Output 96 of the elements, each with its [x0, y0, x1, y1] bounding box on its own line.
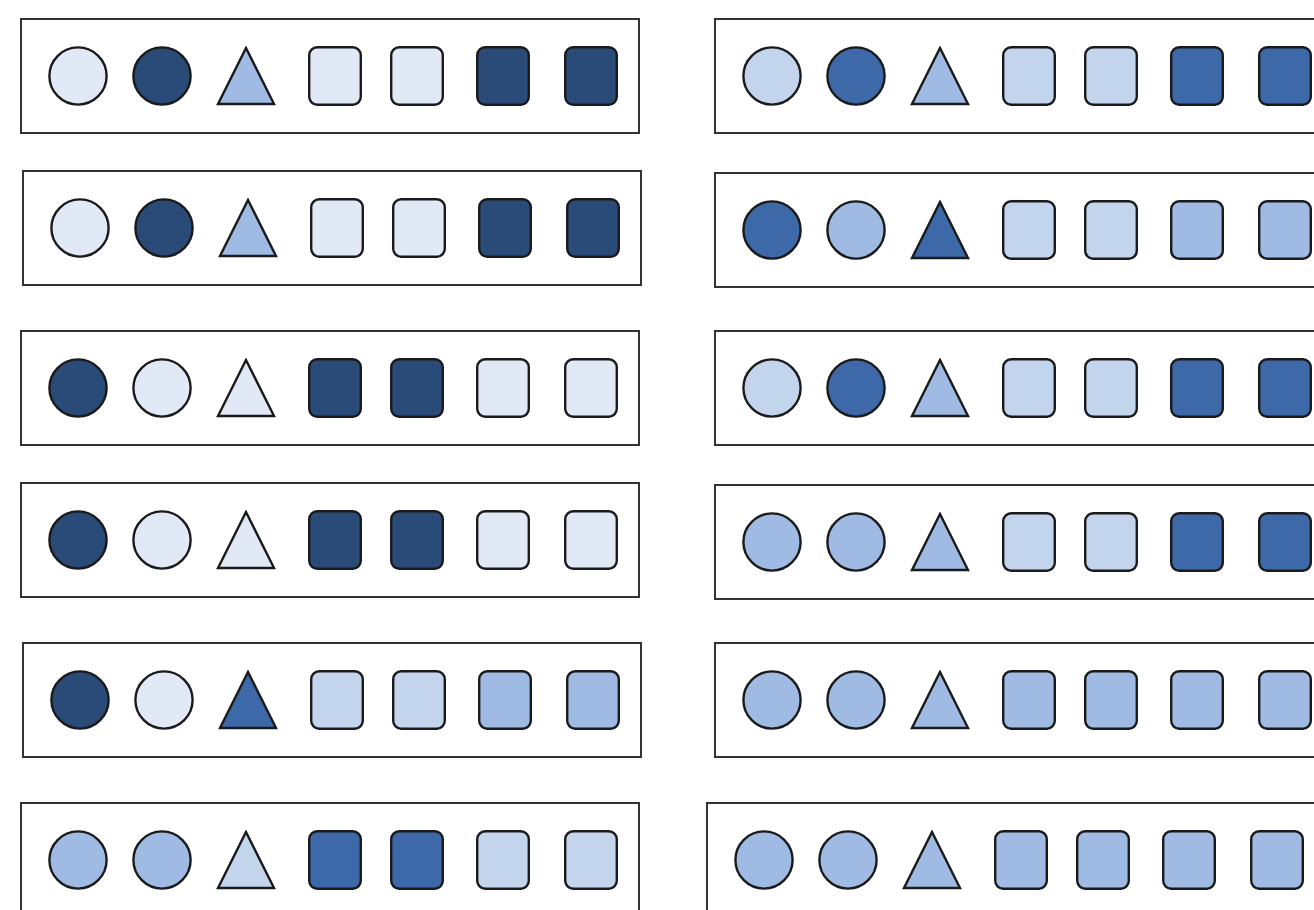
rounded-square-symbol: [476, 46, 530, 106]
shape-row-panel: [22, 170, 642, 286]
circle-symbol: [826, 200, 886, 260]
triangle-symbol: [910, 200, 970, 260]
circle-symbol: [734, 830, 794, 890]
rounded-square-symbol: [478, 670, 532, 730]
rounded-square-symbol: [1258, 670, 1312, 730]
rounded-square-symbol: [1084, 512, 1138, 572]
rounded-square-symbol: [1084, 670, 1138, 730]
circle-symbol: [132, 510, 192, 570]
rounded-square-symbol: [476, 358, 530, 418]
rounded-square-symbol: [390, 510, 444, 570]
rounded-square-symbol: [1084, 358, 1138, 418]
rounded-square-symbol: [1250, 830, 1304, 890]
rounded-square-symbol: [476, 830, 530, 890]
shape-row-panel: [22, 642, 642, 758]
rounded-square-symbol: [1162, 830, 1216, 890]
rounded-square-symbol: [392, 670, 446, 730]
rounded-square-symbol: [308, 830, 362, 890]
rounded-square-symbol: [1170, 670, 1224, 730]
rounded-square-symbol: [1258, 46, 1312, 106]
rounded-square-symbol: [1002, 358, 1056, 418]
rounded-square-symbol: [478, 198, 532, 258]
rounded-square-symbol: [1002, 200, 1056, 260]
rounded-square-symbol: [1258, 200, 1312, 260]
circle-symbol: [50, 670, 110, 730]
rounded-square-symbol: [1170, 200, 1224, 260]
rounded-square-symbol: [566, 670, 620, 730]
circle-symbol: [826, 46, 886, 106]
shape-row-panel: [20, 330, 640, 446]
circle-symbol: [742, 358, 802, 418]
circle-symbol: [50, 198, 110, 258]
circle-symbol: [818, 830, 878, 890]
rounded-square-symbol: [1170, 46, 1224, 106]
rounded-square-symbol: [390, 830, 444, 890]
circle-symbol: [826, 670, 886, 730]
circle-symbol: [48, 358, 108, 418]
triangle-symbol: [910, 670, 970, 730]
circle-symbol: [48, 510, 108, 570]
circle-symbol: [132, 830, 192, 890]
rounded-square-symbol: [564, 358, 618, 418]
circle-symbol: [132, 46, 192, 106]
rounded-square-symbol: [1258, 358, 1312, 418]
circle-symbol: [742, 46, 802, 106]
circle-symbol: [742, 512, 802, 572]
shape-row-panel: [20, 802, 640, 910]
shape-row-panel: [714, 172, 1314, 288]
rounded-square-symbol: [310, 670, 364, 730]
triangle-symbol: [910, 46, 970, 106]
rounded-square-symbol: [564, 46, 618, 106]
rounded-square-symbol: [1084, 200, 1138, 260]
shape-row-panel: [714, 18, 1314, 134]
circle-symbol: [742, 200, 802, 260]
rounded-square-symbol: [1076, 830, 1130, 890]
rounded-square-symbol: [564, 830, 618, 890]
rounded-square-symbol: [994, 830, 1048, 890]
circle-symbol: [826, 512, 886, 572]
triangle-symbol: [216, 358, 276, 418]
circle-symbol: [134, 670, 194, 730]
triangle-symbol: [902, 830, 962, 890]
rounded-square-symbol: [1170, 358, 1224, 418]
triangle-symbol: [216, 830, 276, 890]
rounded-square-symbol: [308, 358, 362, 418]
rounded-square-symbol: [1258, 512, 1312, 572]
rounded-square-symbol: [1002, 670, 1056, 730]
shape-row-panel: [714, 484, 1314, 600]
rounded-square-symbol: [390, 46, 444, 106]
circle-symbol: [742, 670, 802, 730]
rounded-square-symbol: [1170, 512, 1224, 572]
triangle-symbol: [218, 198, 278, 258]
rounded-square-symbol: [308, 510, 362, 570]
circle-symbol: [48, 830, 108, 890]
circle-symbol: [134, 198, 194, 258]
triangle-symbol: [910, 358, 970, 418]
rounded-square-symbol: [390, 358, 444, 418]
rounded-square-symbol: [308, 46, 362, 106]
shape-row-panel: [714, 330, 1314, 446]
rounded-square-symbol: [310, 198, 364, 258]
triangle-symbol: [218, 670, 278, 730]
rounded-square-symbol: [1002, 46, 1056, 106]
shape-row-panel: [20, 18, 640, 134]
triangle-symbol: [216, 510, 276, 570]
triangle-symbol: [910, 512, 970, 572]
triangle-symbol: [216, 46, 276, 106]
shape-row-panel: [714, 642, 1314, 758]
shape-row-panel: [706, 802, 1314, 910]
shape-row-panel: [20, 482, 640, 598]
circle-symbol: [132, 358, 192, 418]
rounded-square-symbol: [1002, 512, 1056, 572]
circle-symbol: [826, 358, 886, 418]
rounded-square-symbol: [564, 510, 618, 570]
rounded-square-symbol: [476, 510, 530, 570]
rounded-square-symbol: [1084, 46, 1138, 106]
rounded-square-symbol: [392, 198, 446, 258]
rounded-square-symbol: [566, 198, 620, 258]
circle-symbol: [48, 46, 108, 106]
